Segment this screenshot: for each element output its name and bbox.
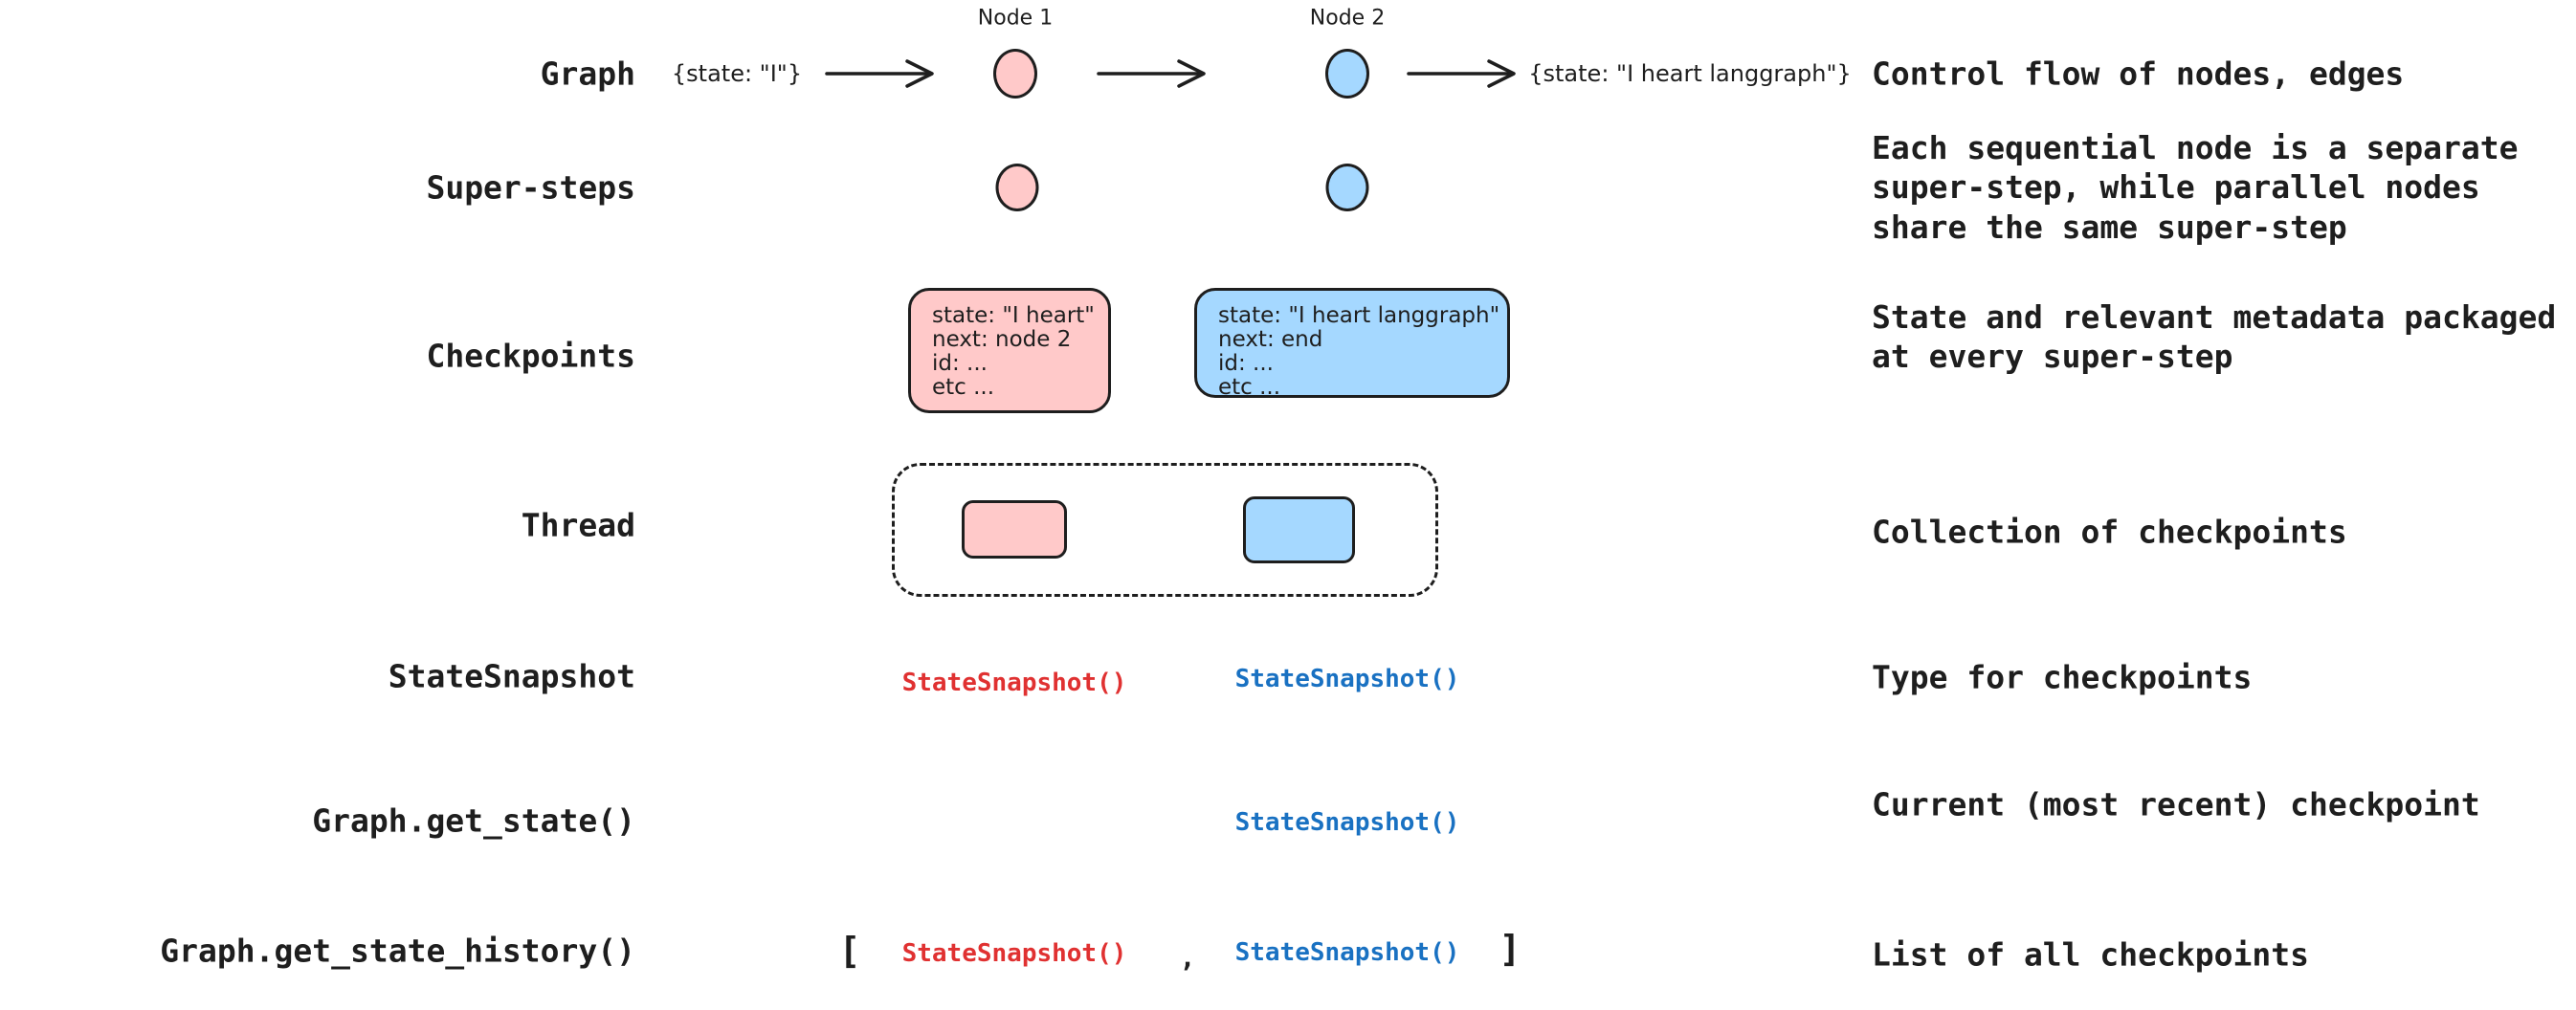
row-label-state-snapshot: StateSnapshot	[388, 657, 635, 695]
arrow-input-to-node1	[825, 55, 938, 93]
row-desc-get-state-history: List of all checkpoints	[1872, 935, 2309, 974]
checkpoint-blue-line: next: end	[1218, 327, 1323, 352]
graph-output-state-annotation: {state: "I heart langgraph"}	[1528, 60, 1852, 87]
graph-input-state-annotation: {state: "I"}	[671, 60, 803, 87]
checkpoint-pink-line: state: "I heart"	[932, 303, 1095, 328]
get-state-code-blue: StateSnapshot()	[1234, 808, 1460, 837]
row-desc-state-snapshot: Type for checkpoints	[1872, 658, 2253, 696]
arrow-node2-to-output	[1407, 55, 1520, 93]
checkpoint-blue-line: id: ...	[1218, 351, 1274, 376]
row-label-get-state: Graph.get_state()	[312, 801, 635, 840]
row-label-get-state-history: Graph.get_state_history()	[160, 932, 635, 970]
history-code-red: StateSnapshot()	[901, 939, 1127, 968]
super-step-circle-pink	[995, 164, 1039, 211]
node2-label: Node 2	[1309, 6, 1386, 31]
thread-container-box	[892, 463, 1438, 597]
node1-circle	[993, 49, 1037, 99]
row-desc-graph: Control flow of nodes, edges	[1872, 55, 2405, 93]
row-label-super-steps: Super-steps	[426, 168, 635, 207]
thread-checkpoint-pink	[962, 500, 1067, 559]
checkpoint-blue-line: state: "I heart langgraph"	[1218, 303, 1500, 328]
checkpoint-pink-line: next: node 2	[932, 327, 1072, 352]
row-label-thread: Thread	[521, 506, 635, 544]
super-step-circle-blue	[1325, 164, 1369, 211]
checkpoint-box-pink: state: "I heart" next: node 2 id: ... et…	[908, 288, 1111, 413]
row-desc-get-state: Current (most recent) checkpoint	[1872, 785, 2480, 823]
thread-checkpoint-blue	[1243, 496, 1355, 563]
row-desc-super-steps: Each sequential node is a separate super…	[1872, 129, 2519, 246]
node2-circle	[1325, 49, 1369, 99]
checkpoint-box-blue: state: "I heart langgraph" next: end id:…	[1194, 288, 1510, 400]
node1-label: Node 1	[977, 6, 1054, 31]
row-label-graph: Graph	[540, 55, 635, 93]
row-desc-thread: Collection of checkpoints	[1872, 513, 2347, 551]
history-code-blue: StateSnapshot()	[1234, 938, 1460, 967]
checkpoint-pink-line: id: ...	[932, 351, 988, 376]
state-snapshot-code-blue: StateSnapshot()	[1234, 665, 1460, 693]
history-bracket-close: ]	[1499, 928, 1521, 970]
arrow-node1-to-node2	[1097, 55, 1210, 93]
history-comma: ,	[1179, 941, 1196, 974]
history-bracket-open: [	[838, 930, 861, 972]
state-snapshot-code-red: StateSnapshot()	[901, 669, 1127, 697]
checkpoint-pink-line: etc ...	[932, 375, 995, 400]
checkpoint-blue-line: etc ...	[1218, 375, 1281, 400]
row-desc-checkpoints: State and relevant metadata packaged at …	[1872, 297, 2557, 375]
row-label-checkpoints: Checkpoints	[426, 337, 635, 375]
